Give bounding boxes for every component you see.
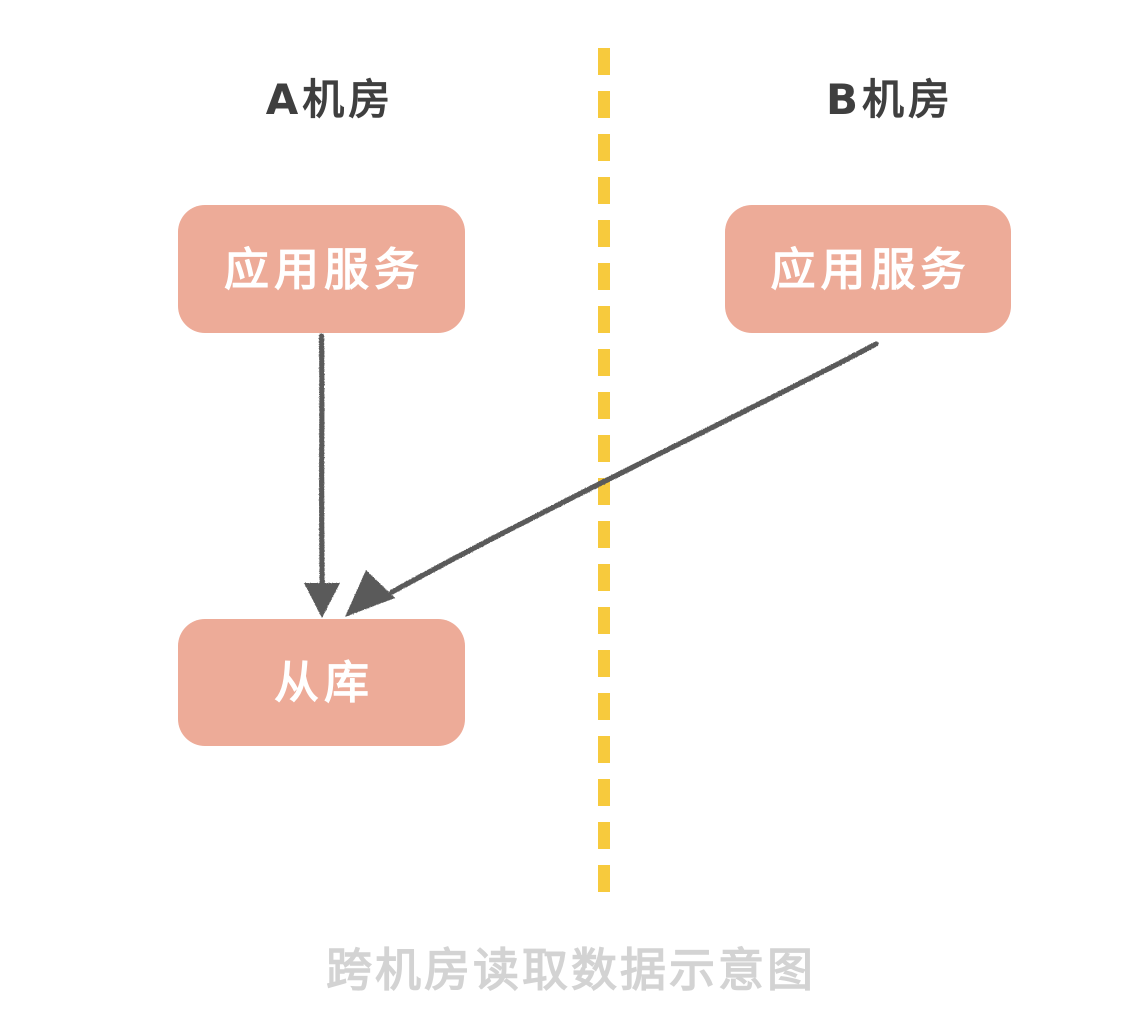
connector-app-b-to-replica [345,341,879,617]
zone-label-a: A机房 [265,75,395,124]
zone-divider [598,48,610,906]
figure-caption: 跨机房读取数据示意图 [326,943,816,997]
node-app-service-b[interactable]: 应用服务 [725,205,1011,333]
node-label: 应用服务 [770,242,971,296]
node-app-service-a[interactable]: 应用服务 [178,205,465,333]
connector-app-a-to-replica [304,333,340,618]
node-label: 从库 [273,656,374,709]
zone-label-b: B机房 [825,75,954,124]
node-label: 应用服务 [223,242,424,296]
node-replica-db[interactable]: 从库 [178,619,465,746]
